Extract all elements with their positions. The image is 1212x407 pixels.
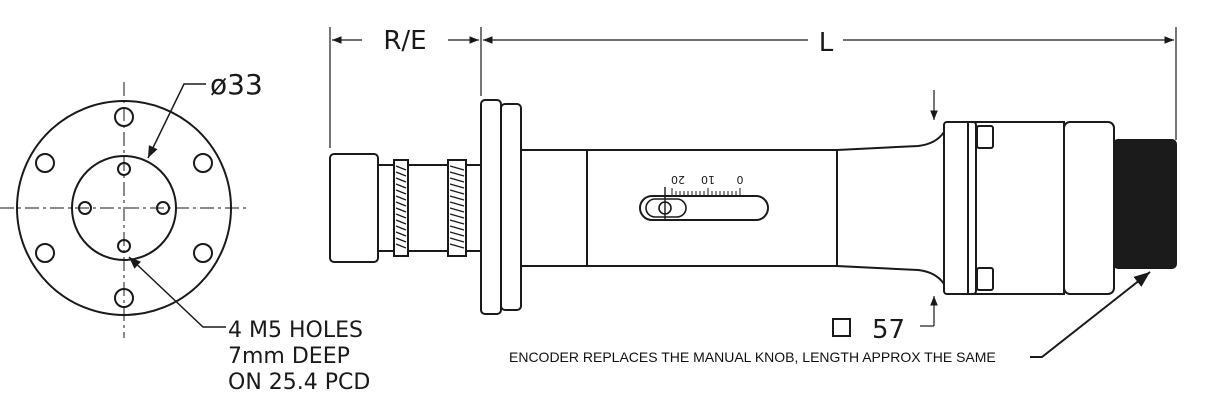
holes-note-line1: 4 M5 HOLES [228,318,363,343]
tip-collar [329,153,379,263]
holes-note-line3: ON 25.4 PCD [228,370,370,395]
scale-body [586,149,838,267]
holes-note-line2: 7mm DEEP [228,344,350,369]
diameter-leader [147,83,206,159]
re-dimension-label: R/E [383,26,426,56]
housing-front [943,121,977,295]
tapered-neck [836,128,945,288]
flange-bolt-holes [35,107,213,308]
flange-diameter-label: ø33 [210,68,263,101]
flange-outline [16,100,232,316]
actuator-side-view [329,27,1177,358]
flange-spigot [71,155,177,261]
housing-rear [1063,121,1115,295]
manual-knob [1113,139,1177,269]
main-body [520,149,588,267]
scale-mark-10: 10 [701,173,715,186]
mounting-flange-side [480,99,522,315]
scale-mark-0: 0 [737,173,744,186]
position-scale [639,187,769,221]
housing-bolt-top [976,125,994,149]
bellows-left [377,159,409,257]
flange-end-view [0,82,246,338]
square-dimension-label: 57 [872,315,905,345]
bellows-spacer [407,164,449,252]
m5-holes [78,162,170,253]
encoder-leader [1030,271,1151,358]
square-symbol [832,318,851,337]
holes-leader [128,256,226,328]
encoder-note: ENCODER REPLACES THE MANUAL KNOB, LENGTH… [509,349,996,365]
housing-bolt-bottom [976,267,994,291]
l-dimension-label: L [819,28,834,58]
scale-mark-20: 20 [671,173,685,186]
bellows-right [447,159,482,257]
